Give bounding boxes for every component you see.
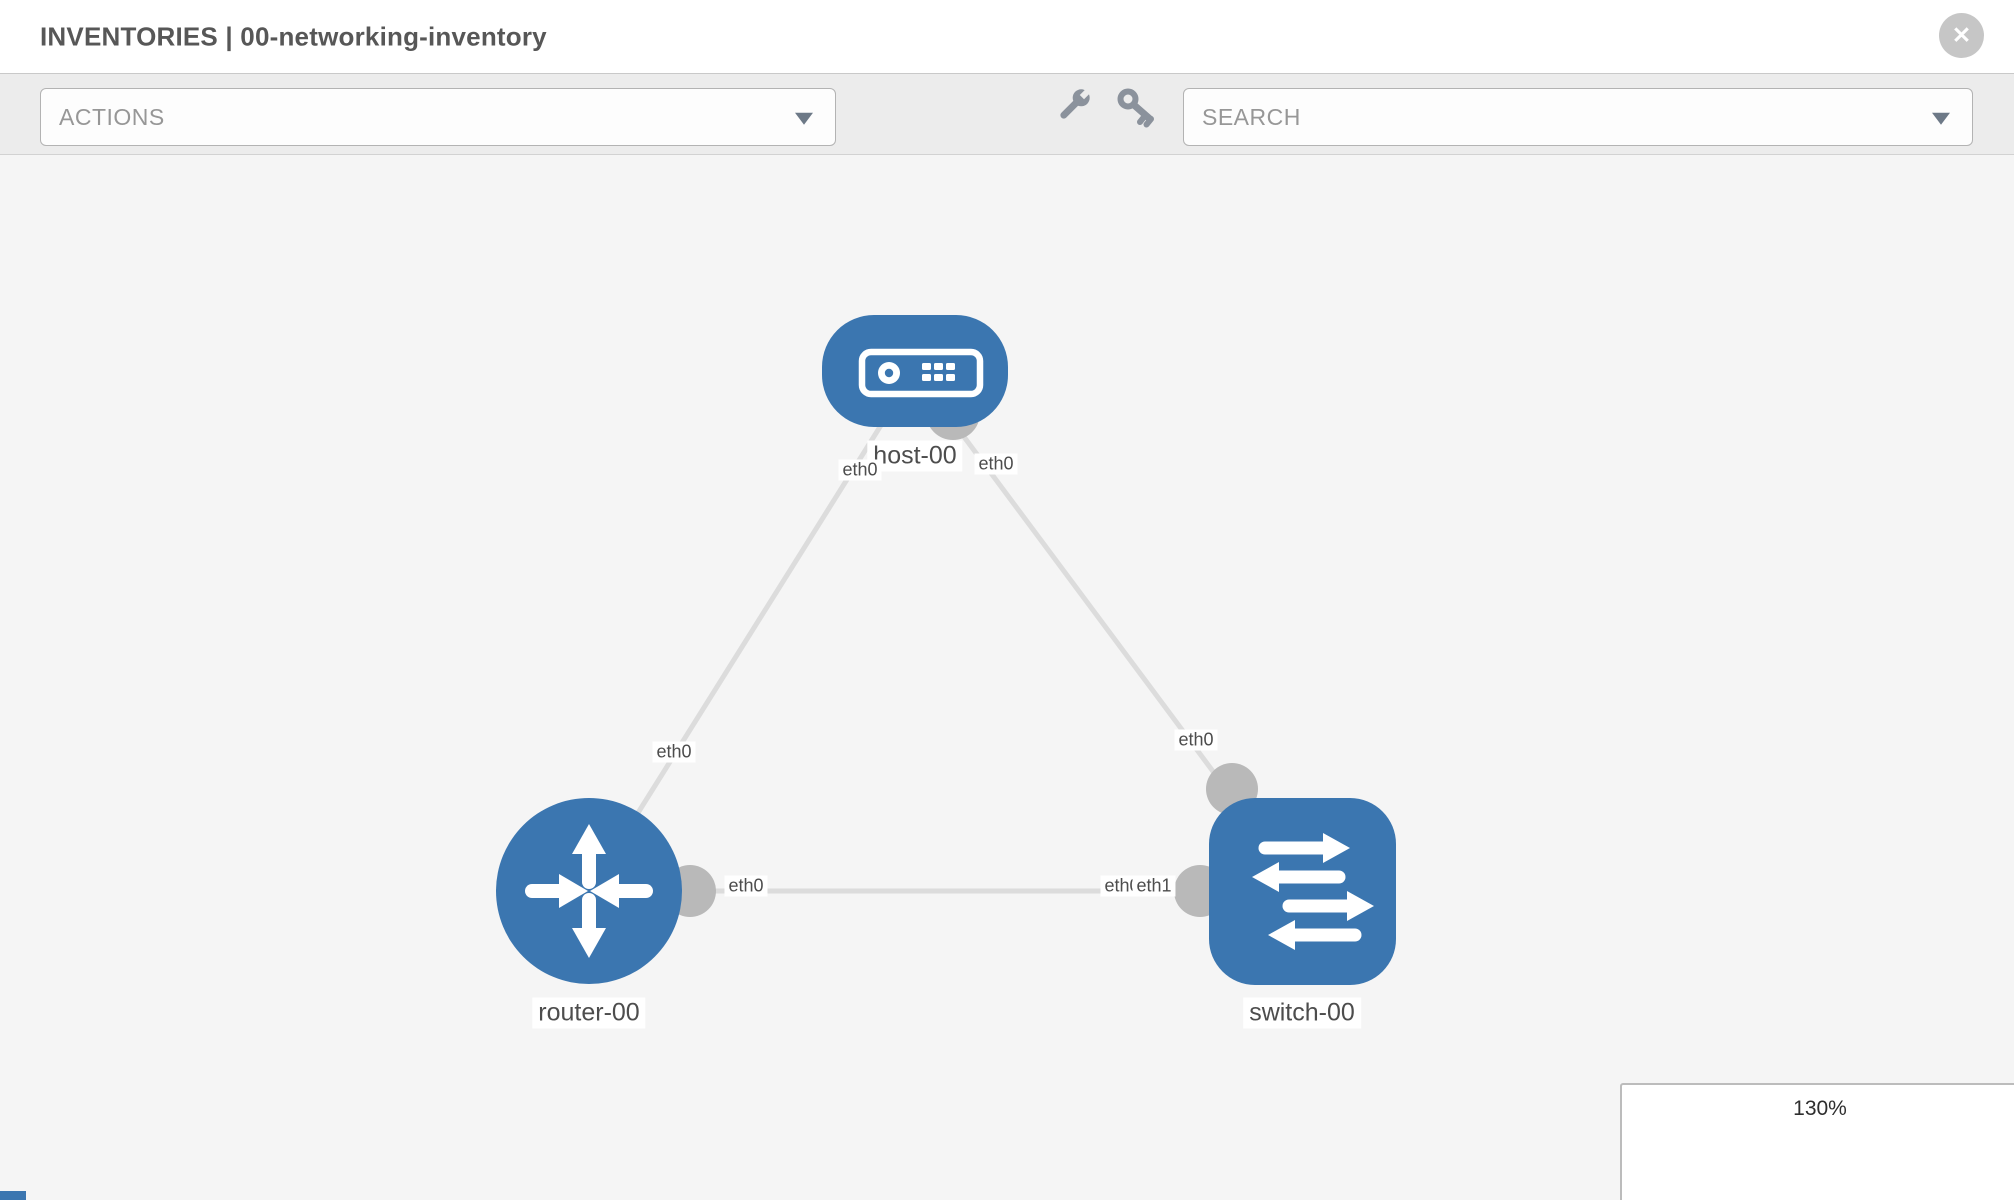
- zoom-panel: 130% − +: [1620, 1083, 2014, 1200]
- page-title: INVENTORIES | 00-networking-inventory: [40, 21, 547, 51]
- actions-dropdown[interactable]: ACTIONS: [40, 88, 836, 146]
- node-host-00[interactable]: [822, 315, 1008, 427]
- router-icon: [525, 824, 653, 958]
- interface-label-router-to-switch: eth0: [724, 875, 768, 897]
- search-input[interactable]: [1184, 103, 1972, 131]
- host-icon: [858, 348, 984, 398]
- node-label-router: router-00: [532, 997, 646, 1029]
- page-header: INVENTORIES | 00-networking-inventory ✕: [0, 0, 2014, 74]
- node-label-switch: switch-00: [1243, 997, 1361, 1029]
- zoom-level-value: 130%: [1793, 1097, 1847, 1120]
- interface-label-switch-to-router: eth1: [1132, 875, 1176, 897]
- close-button[interactable]: ✕: [1939, 13, 1984, 58]
- interface-label-host-to-switch: eth0: [974, 453, 1018, 475]
- interface-label-switch-to-host: eth0: [1174, 729, 1218, 751]
- interface-label-router-to-host: eth0: [652, 741, 696, 763]
- node-label-host: host-00: [867, 440, 963, 472]
- actions-dropdown-label: ACTIONS: [59, 103, 165, 130]
- topology-canvas[interactable]: host-00 router-00 switch-00 eth0 eth0 et…: [0, 155, 2014, 1200]
- key-button[interactable]: [1114, 85, 1158, 129]
- chevron-down-icon: [1932, 112, 1950, 125]
- switch-icon: [1252, 833, 1374, 950]
- bottom-left-blue-fragment: [0, 1191, 26, 1200]
- key-icon: [1117, 88, 1154, 128]
- node-switch-00[interactable]: [1209, 798, 1396, 985]
- node-router-00[interactable]: [496, 798, 682, 984]
- search-dropdown[interactable]: [1183, 88, 1973, 146]
- wrench-icon: [1060, 87, 1092, 119]
- tools-button[interactable]: [1050, 85, 1094, 129]
- links-layer: [586, 369, 1305, 917]
- chevron-down-icon: [795, 112, 813, 125]
- interface-label-host-to-router: eth0: [838, 459, 882, 481]
- link-host-router[interactable]: [586, 369, 918, 893]
- toolbar: ACTIONS: [0, 74, 2014, 155]
- close-icon: ✕: [1951, 22, 1972, 48]
